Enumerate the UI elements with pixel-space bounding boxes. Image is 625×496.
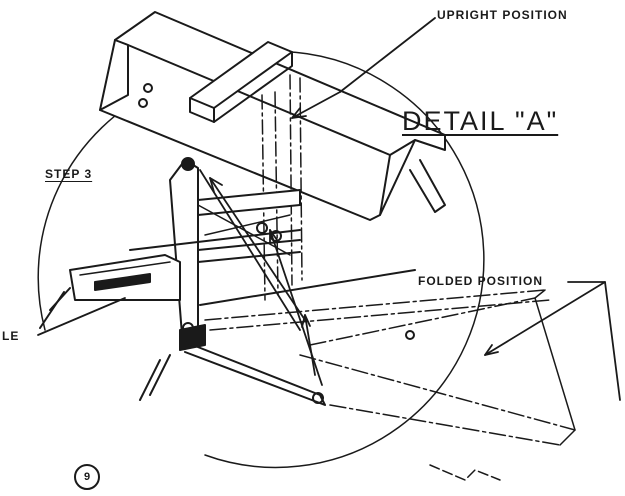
folded-position-label: FOLDED POSITION (418, 274, 544, 288)
detail-circle (189, 50, 485, 469)
detail-title: DETAIL "A" (402, 106, 559, 136)
upright-assembly (99, 11, 446, 301)
motion-arrows (199, 169, 323, 386)
cut-off-label: LE (2, 329, 20, 343)
circled-number: 9 (74, 464, 100, 490)
leader-le (37, 297, 126, 336)
leader-upright-arrow (291, 91, 341, 119)
leader-folded-2 (604, 281, 621, 401)
upright-position-label: UPRIGHT POSITION (437, 8, 568, 22)
step-label: STEP 3 (45, 167, 93, 181)
folded-assembly (204, 289, 576, 481)
base-frame (39, 229, 416, 406)
leader-folded (484, 281, 606, 356)
bolt-hole (143, 83, 153, 93)
bolt-hole (138, 98, 148, 108)
leader-upright (339, 17, 436, 93)
